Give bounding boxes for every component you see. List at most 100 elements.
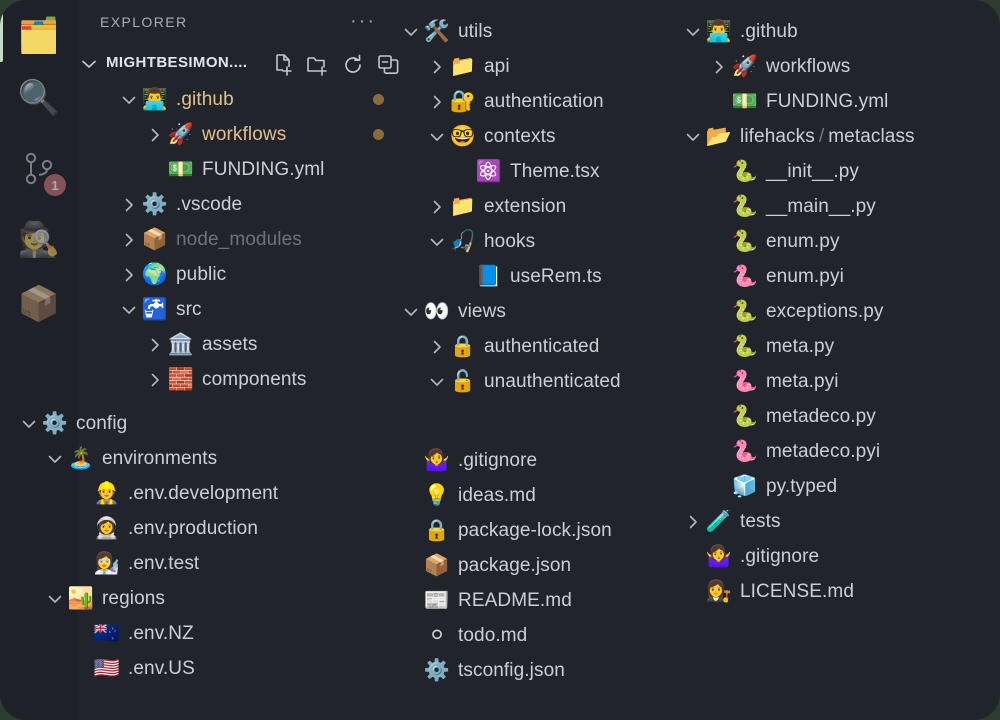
tree-folder-row[interactable]: 🛠️utils: [400, 14, 680, 49]
tree-file-row[interactable]: 🇳🇿.env.NZ: [18, 616, 348, 651]
chevron-right-icon[interactable]: [118, 257, 140, 292]
chevron-down-icon[interactable]: [400, 14, 422, 49]
activity-bar-item-run-and-debug[interactable]: 🕵️: [0, 208, 78, 272]
new-file-button[interactable]: [270, 52, 296, 78]
tree-folder-row[interactable]: 🚰src: [92, 292, 392, 327]
tree-folder-row[interactable]: 🧱components: [92, 362, 392, 397]
tree-file-row[interactable]: 🐍metadeco.py: [682, 399, 1000, 434]
activity-bar-item-extensions[interactable]: 📦: [0, 272, 78, 336]
tree-file-row[interactable]: 🐍meta.pyi: [682, 364, 1000, 399]
tree-item-label: todo.md: [458, 624, 528, 646]
tree-item-label-compact: metaclass: [828, 125, 915, 147]
chevron-down-icon[interactable]: [426, 364, 448, 399]
chevron-down-icon[interactable]: [682, 119, 704, 154]
construction-worker-icon: 👷: [93, 481, 121, 505]
collapse-all-button[interactable]: [375, 52, 401, 78]
chevron-down-icon[interactable]: [44, 581, 66, 616]
workspace-root-label: MIGHTBESIMON....: [106, 54, 248, 71]
chevron-right-icon[interactable]: [426, 49, 448, 84]
tree-file-row[interactable]: 🐍exceptions.py: [682, 294, 1000, 329]
tree-item-label: authentication: [484, 90, 604, 112]
tree-file-row[interactable]: 🔒package-lock.json: [400, 513, 680, 548]
tree-folder-row[interactable]: 🤓contexts: [400, 119, 680, 154]
tree-folder-row[interactable]: 📦node_modules: [92, 222, 392, 257]
tree-folder-row[interactable]: 👀views: [400, 294, 680, 329]
tree-folder-row[interactable]: 🚀workflows: [682, 49, 1000, 84]
tree-item-label: assets: [202, 333, 258, 355]
chevron-down-icon[interactable]: [118, 292, 140, 327]
tree-folder-row[interactable]: ⚙️config: [18, 406, 348, 441]
chevron-right-icon[interactable]: [708, 49, 730, 84]
tree-file-row[interactable]: 🧊py.typed: [682, 469, 1000, 504]
tree-folder-row[interactable]: 🧪tests: [682, 504, 1000, 539]
chevron-right-icon[interactable]: [682, 504, 704, 539]
tree-file-row[interactable]: 🐍meta.py: [682, 329, 1000, 364]
tree-file-row[interactable]: ⚙️tsconfig.json: [400, 653, 680, 688]
chevron-right-icon[interactable]: [144, 117, 166, 152]
tree-file-row[interactable]: 🐍__init__.py: [682, 154, 1000, 189]
tree-file-row[interactable]: 🤷‍♀️.gitignore: [682, 539, 1000, 574]
tree-folder-row[interactable]: 🏝️environments: [18, 441, 348, 476]
tree-file-row[interactable]: 📰README.md: [400, 583, 680, 618]
tree-item-label: LICENSE.md: [740, 580, 854, 602]
activity-bar-item-search[interactable]: 🔍: [0, 66, 78, 130]
chevron-down-icon[interactable]: [18, 406, 40, 441]
chevron-down-icon[interactable]: [400, 294, 422, 329]
tree-folder-row[interactable]: 🎣hooks: [400, 224, 680, 259]
more-actions-button[interactable]: ···: [350, 10, 376, 32]
chevron-right-icon[interactable]: [426, 329, 448, 364]
tree-file-row[interactable]: 👩‍🚀.env.production: [18, 511, 348, 546]
chevron-down-icon[interactable]: [118, 82, 140, 117]
workspace-root-row[interactable]: MIGHTBESIMON....: [78, 48, 401, 82]
green-snake-icon: 🐍: [731, 159, 759, 183]
tree-folder-row[interactable]: 📁api: [400, 49, 680, 84]
tree-folder-row[interactable]: 📂lifehacks/metaclass: [682, 119, 1000, 154]
tree-file-row[interactable]: 👷.env.development: [18, 476, 348, 511]
refresh-button[interactable]: [340, 52, 366, 78]
chevron-right-icon[interactable]: [144, 327, 166, 362]
tree-folder-row[interactable]: 🔒authenticated: [400, 329, 680, 364]
tree-folder-row[interactable]: ⚙️.vscode: [92, 187, 392, 222]
tree-file-row[interactable]: 🐍metadeco.pyi: [682, 434, 1000, 469]
chevron-down-icon[interactable]: [44, 441, 66, 476]
tree-folder-row[interactable]: 🏛️assets: [92, 327, 392, 362]
tree-file-row[interactable]: ⚛️Theme.tsx: [400, 154, 680, 189]
chevron-right-icon[interactable]: [426, 189, 448, 224]
tree-file-row[interactable]: ⚪todo.md: [400, 618, 680, 653]
chevron-right-icon[interactable]: [426, 84, 448, 119]
chevron-down-icon[interactable]: [426, 224, 448, 259]
tree-file-row[interactable]: 📦package.json: [400, 548, 680, 583]
tree-file-row[interactable]: 🇺🇸.env.US: [18, 651, 348, 686]
tree-file-row[interactable]: 💵FUNDING.yml: [92, 152, 392, 187]
magnifier-icon: 🔍: [17, 78, 61, 118]
chevron-down-icon[interactable]: [78, 53, 100, 75]
tree-file-row[interactable]: 💡ideas.md: [400, 478, 680, 513]
tree-file-row[interactable]: 🐍__main__.py: [682, 189, 1000, 224]
chevron-right-icon[interactable]: [144, 362, 166, 397]
chevron-right-icon[interactable]: [118, 222, 140, 257]
tree-file-row[interactable]: 💵FUNDING.yml: [682, 84, 1000, 119]
twisty-spacer: [70, 476, 92, 511]
activity-bar-item-explorer[interactable]: 🗂️: [0, 4, 78, 68]
tree-item-label: environments: [102, 447, 218, 469]
chevron-right-icon[interactable]: [118, 187, 140, 222]
tree-folder-row[interactable]: 📁extension: [400, 189, 680, 224]
tree-folder-row[interactable]: 👨‍💻.github: [92, 82, 392, 117]
tree-file-row[interactable]: 📘useRem.ts: [400, 259, 680, 294]
tree-folder-row[interactable]: 🏜️regions: [18, 581, 348, 616]
tree-file-row[interactable]: 🐍enum.py: [682, 224, 1000, 259]
tree-file-row[interactable]: 🐍enum.pyi: [682, 259, 1000, 294]
tree-file-row[interactable]: 👩‍⚖️LICENSE.md: [682, 574, 1000, 609]
new-folder-button[interactable]: [305, 52, 331, 78]
folder-icon: 📁: [449, 194, 477, 218]
activity-bar-item-source-control[interactable]: 1: [0, 140, 78, 204]
chevron-down-icon[interactable]: [426, 119, 448, 154]
chevron-down-icon[interactable]: [682, 14, 704, 49]
tree-folder-row[interactable]: 🌍public: [92, 257, 392, 292]
tree-folder-row[interactable]: 👨‍💻.github: [682, 14, 1000, 49]
tree-file-row[interactable]: 👩‍🔬.env.test: [18, 546, 348, 581]
tree-folder-row[interactable]: 🔐authentication: [400, 84, 680, 119]
tree-folder-row[interactable]: 🔓unauthenticated: [400, 364, 680, 399]
tree-file-row[interactable]: 🤷‍♀️.gitignore: [400, 443, 680, 478]
tree-folder-row[interactable]: 🚀workflows: [92, 117, 392, 152]
